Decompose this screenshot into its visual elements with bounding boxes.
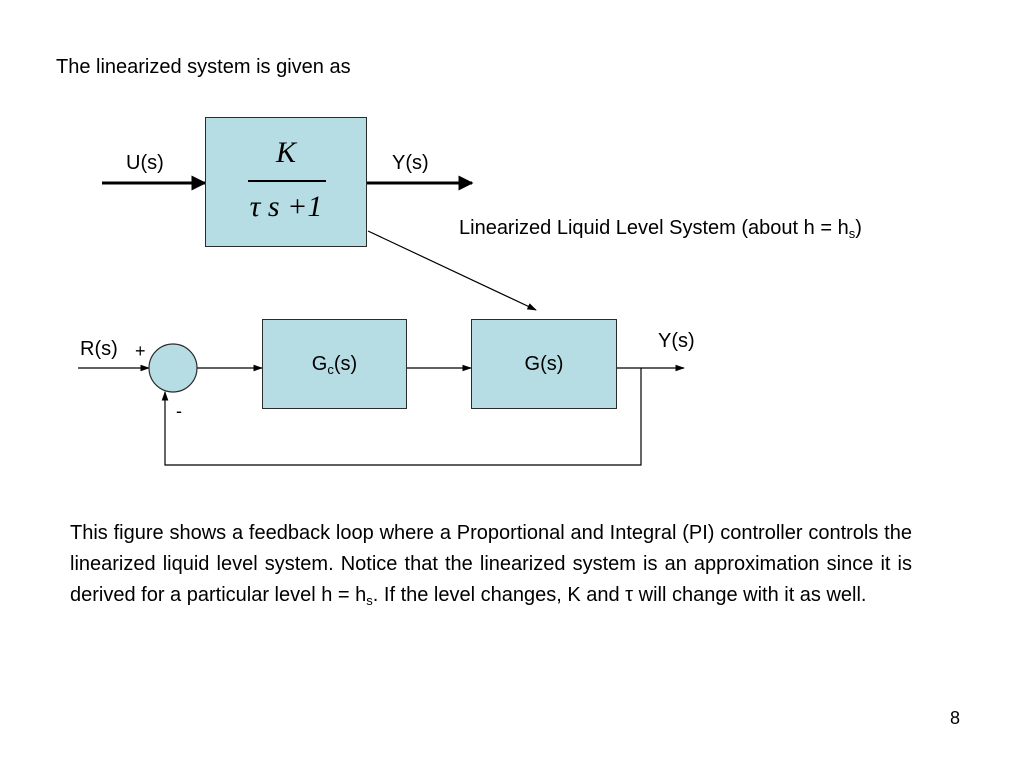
input-label-top: U(s) <box>126 152 164 174</box>
header-text: The linearized system is given as <box>56 56 351 78</box>
output-label-top: Y(s) <box>392 152 429 174</box>
reference-label: R(s) <box>80 338 118 360</box>
output-label-loop: Y(s) <box>658 330 695 352</box>
controller-label: Gc(s) <box>311 352 358 377</box>
transfer-function-block: K τ s +1 <box>205 117 367 247</box>
pointer-arrow <box>367 230 537 311</box>
plant-block: G(s) <box>471 319 617 409</box>
minus-sign: - <box>176 401 182 421</box>
controller-block: Gc(s) <box>262 319 407 409</box>
plant-label: G(s) <box>524 352 564 375</box>
plus-sign: + <box>135 341 146 361</box>
feedback-path <box>161 368 642 466</box>
tf-numerator: K <box>275 136 296 169</box>
description-paragraph: This figure shows a feedback loop where … <box>70 522 912 608</box>
system-caption: Linearized Liquid Level System (about h … <box>459 217 862 241</box>
summing-junction <box>148 343 198 393</box>
tf-fraction-bar <box>248 180 326 182</box>
page-number: 8 <box>950 708 961 728</box>
tf-denominator: τ s +1 <box>249 190 323 223</box>
